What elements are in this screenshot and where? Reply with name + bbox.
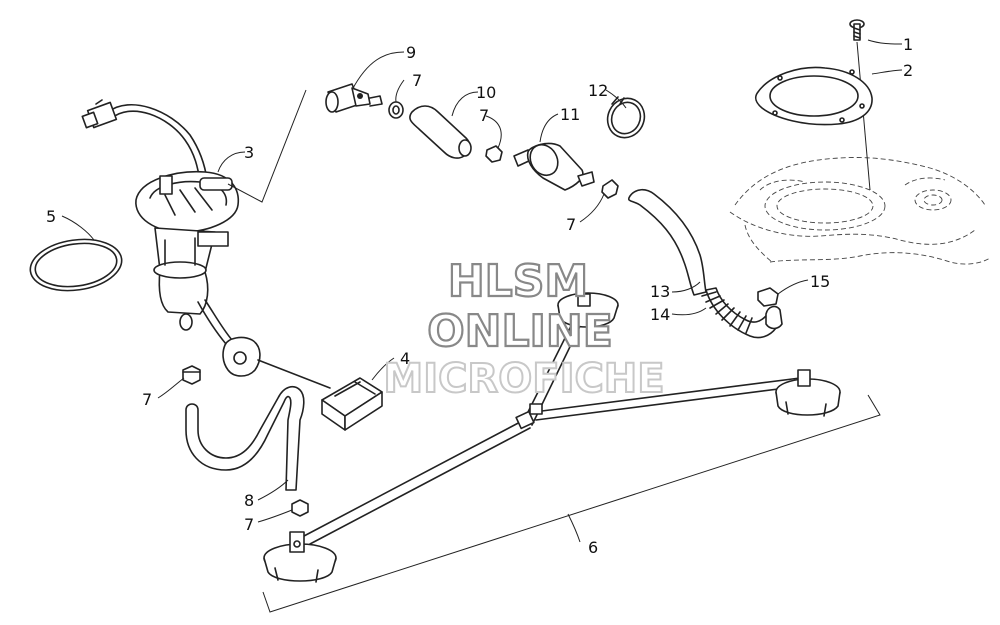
fuel-pump-assembly bbox=[81, 99, 331, 389]
fuel-hose-sleeve bbox=[627, 188, 783, 339]
callout-7-clamp-e: 7 bbox=[244, 515, 254, 534]
callout-3: 3 bbox=[244, 143, 254, 162]
float bbox=[321, 377, 383, 431]
return-hose bbox=[185, 385, 305, 491]
hose-clamp bbox=[182, 365, 201, 385]
leader-lines bbox=[61, 39, 903, 543]
callout-12: 12 bbox=[588, 81, 608, 100]
hose-clamp bbox=[601, 179, 619, 199]
fuel-tank-outline bbox=[729, 157, 991, 265]
mounting-plate bbox=[754, 66, 873, 126]
callout-4: 4 bbox=[400, 349, 410, 368]
callout-13: 13 bbox=[650, 282, 670, 301]
callout-14: 14 bbox=[650, 305, 670, 324]
fuel-hose bbox=[409, 105, 472, 159]
watermark-line1: HLSM bbox=[448, 256, 588, 307]
hose-cap bbox=[757, 287, 779, 307]
hose-clamp bbox=[291, 499, 309, 517]
callout-5: 5 bbox=[46, 207, 56, 226]
callout-10: 10 bbox=[476, 83, 496, 102]
callout-7-clamp-d: 7 bbox=[142, 390, 152, 409]
callout-11: 11 bbox=[560, 105, 580, 124]
callout-7-clamp-c: 7 bbox=[566, 215, 576, 234]
o-ring bbox=[29, 238, 123, 292]
quick-connect-fitting bbox=[325, 83, 383, 113]
pickup-assembly bbox=[263, 292, 841, 583]
callout-7-clamp-a: 7 bbox=[412, 71, 422, 90]
hose-clip bbox=[606, 96, 646, 139]
callout-7-clamp-b: 7 bbox=[479, 106, 489, 125]
callout-2: 2 bbox=[903, 61, 913, 80]
callout-15: 15 bbox=[810, 272, 830, 291]
watermark-line2: ONLINE bbox=[427, 306, 613, 357]
callout-9: 9 bbox=[406, 43, 416, 62]
fuel-line-path bbox=[227, 89, 307, 203]
hose-clamp bbox=[485, 145, 503, 163]
callout-1: 1 bbox=[903, 35, 913, 54]
watermark-line3: MICROFICHE bbox=[383, 356, 664, 402]
hose-clamp bbox=[388, 101, 404, 119]
callout-8: 8 bbox=[244, 491, 254, 510]
callout-labels: 1 2 3 4 5 6 7 7 7 7 7 8 9 10 11 12 13 14… bbox=[46, 35, 913, 557]
watermark: HLSM ONLINE MICROFICHE bbox=[382, 255, 665, 403]
assembly-bracket bbox=[262, 394, 881, 613]
callout-6: 6 bbox=[588, 538, 598, 557]
fuel-filter bbox=[513, 142, 595, 191]
